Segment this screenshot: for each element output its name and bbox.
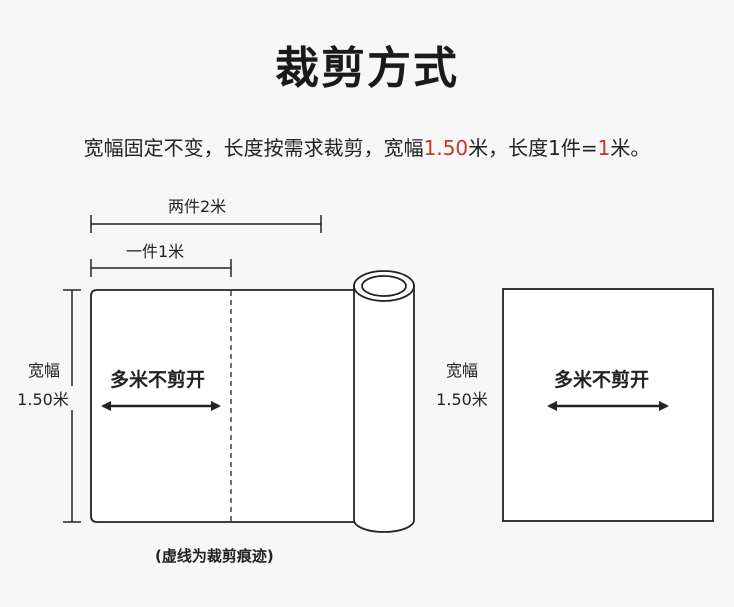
left-width-label-line2: 1.50米 [12, 386, 74, 410]
right-multi-meter-label: 多米不剪开 [554, 369, 650, 391]
dashed-line-note: (虚线为裁剪痕迹) [155, 547, 274, 565]
cutting-description: 宽幅固定不变，长度按需求裁剪，宽幅1.50米，长度1件=1米。 [0, 132, 734, 161]
two-pieces-label: 两件2米 [168, 197, 227, 216]
description-part3: 米。 [610, 136, 651, 160]
right-width-label-line2: 1.50米 [436, 390, 488, 409]
length-value: 1 [597, 136, 611, 160]
one-piece-dimension [90, 259, 232, 277]
left-multi-meter-label: 多米不剪开 [110, 369, 206, 391]
page-title: 裁剪方式 [275, 43, 459, 94]
width-value: 1.50 [423, 136, 469, 160]
description-part1: 宽幅固定不变，长度按需求裁剪，宽幅 [83, 136, 424, 160]
left-width-label-line1: 宽幅 [20, 357, 68, 381]
right-width-label-line1: 宽幅 [445, 361, 478, 380]
fabric-sheet [90, 289, 381, 523]
two-pieces-dimension [90, 215, 322, 233]
description-part2: 米，长度1件= [468, 136, 598, 160]
fabric-roll [353, 270, 415, 533]
one-piece-label: 一件1米 [126, 242, 185, 261]
